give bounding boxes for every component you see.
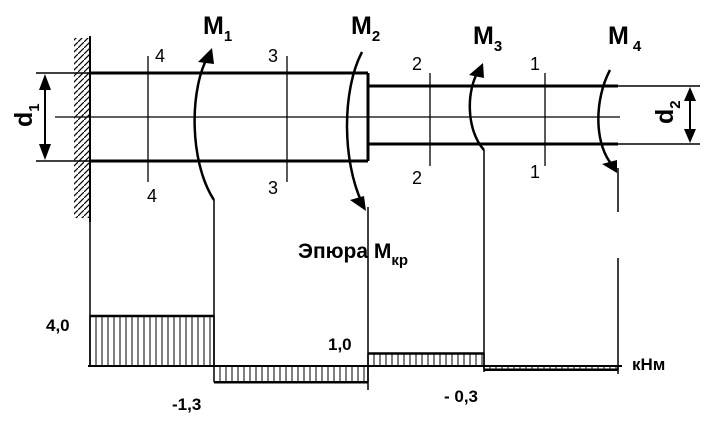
moment-label-1: M1 — [203, 12, 232, 45]
value-label-2: -1,3 — [172, 395, 201, 414]
epure-segment-4 — [483, 366, 619, 371]
section-label-2-bottom: 2 — [412, 168, 422, 188]
value-label-3: 1,0 — [328, 335, 352, 354]
value-label-4: - 0,3 — [444, 387, 478, 406]
diameter-label-1: d1 — [10, 103, 43, 127]
epure-segments — [89, 314, 619, 384]
diameter-dimensions — [36, 72, 700, 162]
epure-value-labels: 4,0 -1,3 1,0 - 0,3 — [46, 316, 478, 414]
value-label-1: 4,0 — [46, 316, 70, 335]
fixed-wall — [74, 36, 91, 222]
moment-arc-1 — [193, 54, 216, 201]
section-label-3-top: 3 — [268, 46, 278, 66]
moment-arc-2 — [345, 51, 364, 204]
moment-label-3: M3 — [473, 22, 502, 55]
unit-label: кНм — [632, 355, 665, 374]
section-label-4-top: 4 — [155, 46, 165, 66]
section-label-4-bottom: 4 — [147, 186, 157, 206]
section-label-1-bottom: 1 — [530, 162, 540, 182]
projection-lines — [89, 150, 619, 390]
epure-segment-3 — [367, 352, 485, 366]
section-label-3-bottom: 3 — [268, 178, 278, 198]
moment-label-2: M2 — [351, 12, 380, 45]
section-label-1-top: 1 — [530, 54, 540, 74]
section-labels: 4 4 3 3 2 2 1 1 — [147, 46, 540, 206]
epure-segment-1 — [89, 314, 215, 366]
moment-arrowhead-1 — [198, 48, 214, 64]
shaft — [55, 71, 620, 163]
moment-arrowhead-2 — [350, 196, 366, 211]
moment-arrowhead-4 — [602, 160, 617, 173]
section-label-2-top: 2 — [412, 54, 422, 74]
moment-arc-4 — [597, 69, 614, 167]
moment-arrowhead-3 — [469, 63, 484, 78]
moment-arc-3 — [468, 69, 485, 151]
epure-segment-2 — [213, 366, 369, 384]
epure-title: Эпюра Mкр — [298, 240, 408, 269]
section-lines — [147, 56, 546, 182]
moment-arrows — [193, 48, 617, 211]
diameter-label-2: d2 — [651, 100, 684, 124]
